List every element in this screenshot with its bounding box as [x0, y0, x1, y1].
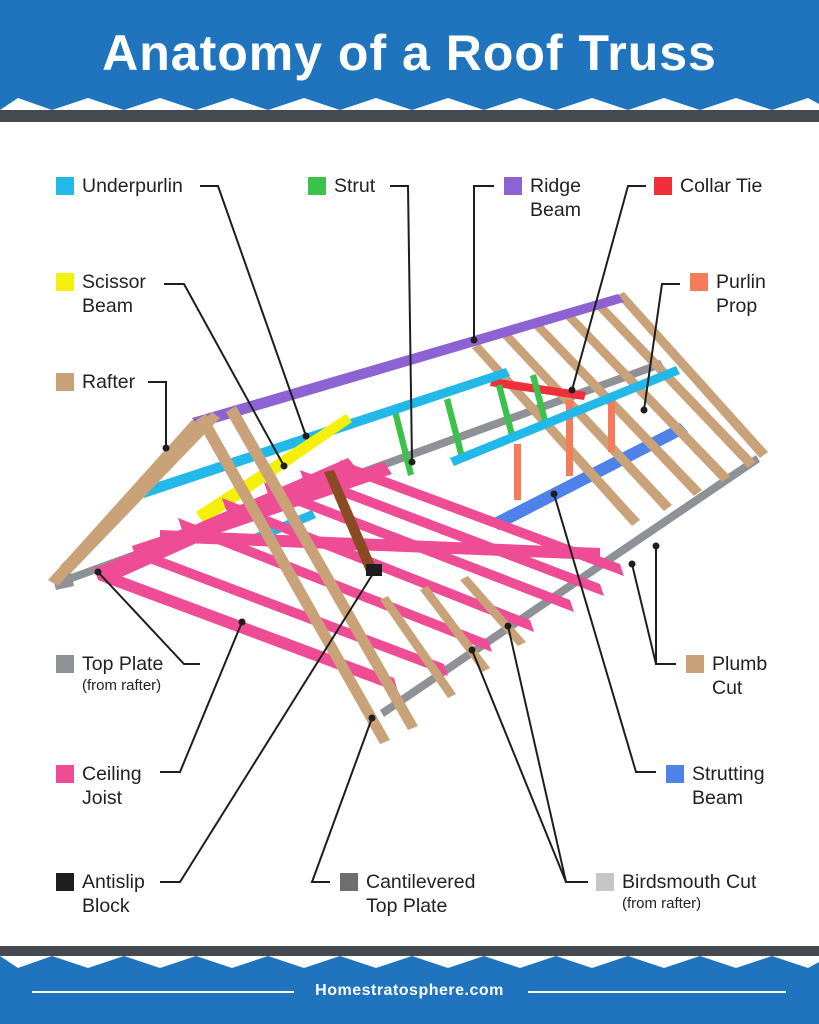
underpurlin-right — [450, 366, 680, 466]
swatch-ridge-beam — [504, 177, 522, 195]
page-title: Anatomy of a Roof Truss — [102, 25, 717, 81]
label-top-plate: Top Plate (from rafter) — [56, 652, 163, 696]
swatch-birdsmouth-cut — [596, 873, 614, 891]
label-strutting-beam: Strutting Beam — [666, 762, 765, 810]
label-scissor-beam: Scissor Beam — [56, 270, 146, 318]
leader-cantilevered-top-plate — [310, 717, 373, 883]
leader-birdsmouth-cut-b — [471, 649, 567, 883]
label-plumb-cut: Plumb Cut — [686, 652, 767, 700]
leader-antislip-block — [160, 571, 375, 883]
purlin-props — [514, 398, 615, 500]
leader-plumb-cut-a — [655, 546, 676, 665]
leader-collar-tie — [571, 185, 646, 391]
label-collar-tie: Collar Tie — [654, 174, 762, 198]
swatch-antislip-block — [56, 873, 74, 891]
leader-strutting-beam — [553, 493, 656, 773]
swatch-strutting-beam — [666, 765, 684, 783]
swatch-scissor-beam — [56, 273, 74, 291]
leader-rafter — [148, 381, 167, 448]
label-ceiling-joist: Ceiling Joist — [56, 762, 142, 810]
swatch-collar-tie — [654, 177, 672, 195]
site-name: Homestratosphere.com — [315, 982, 504, 999]
header-banner — [0, 0, 819, 122]
leader-birdsmouth-cut-a — [507, 625, 588, 883]
label-purlin-prop: Purlin Prop — [690, 270, 766, 318]
swatch-cantilevered-top-plate — [340, 873, 358, 891]
leader-top-plate — [97, 571, 200, 665]
ridge-beam — [192, 294, 624, 428]
leader-strut — [390, 185, 413, 463]
label-rafter: Rafter — [56, 370, 135, 394]
struts — [392, 374, 548, 476]
label-birdsmouth-cut: Birdsmouth Cut (from rafter) — [596, 870, 756, 914]
label-strut: Strut — [308, 174, 375, 198]
swatch-strut — [308, 177, 326, 195]
swatch-plumb-cut — [686, 655, 704, 673]
label-cantilevered-top-plate: Cantilevered Top Plate — [340, 870, 475, 918]
label-ridge-beam: Ridge Beam — [504, 174, 581, 222]
leader-purlin-prop — [643, 283, 680, 411]
label-underpurlin: Underpurlin — [56, 174, 183, 198]
swatch-ceiling-joist — [56, 765, 74, 783]
leader-underpurlin — [200, 185, 307, 437]
swatch-rafter — [56, 373, 74, 391]
near-rafters — [48, 406, 526, 744]
footer-banner — [0, 946, 819, 1024]
roof-truss-diagram — [48, 185, 768, 883]
label-antislip-block: Antislip Block — [56, 870, 145, 918]
leader-ceiling-joist — [160, 621, 243, 773]
leader-scissor-beam — [164, 283, 285, 467]
leader-ridge-beam — [473, 185, 494, 340]
leader-plumb-cut-b — [631, 563, 657, 665]
scissor-beam — [196, 414, 352, 524]
swatch-purlin-prop — [690, 273, 708, 291]
swatch-top-plate — [56, 655, 74, 673]
swatch-underpurlin — [56, 177, 74, 195]
antislip-post — [324, 470, 378, 576]
